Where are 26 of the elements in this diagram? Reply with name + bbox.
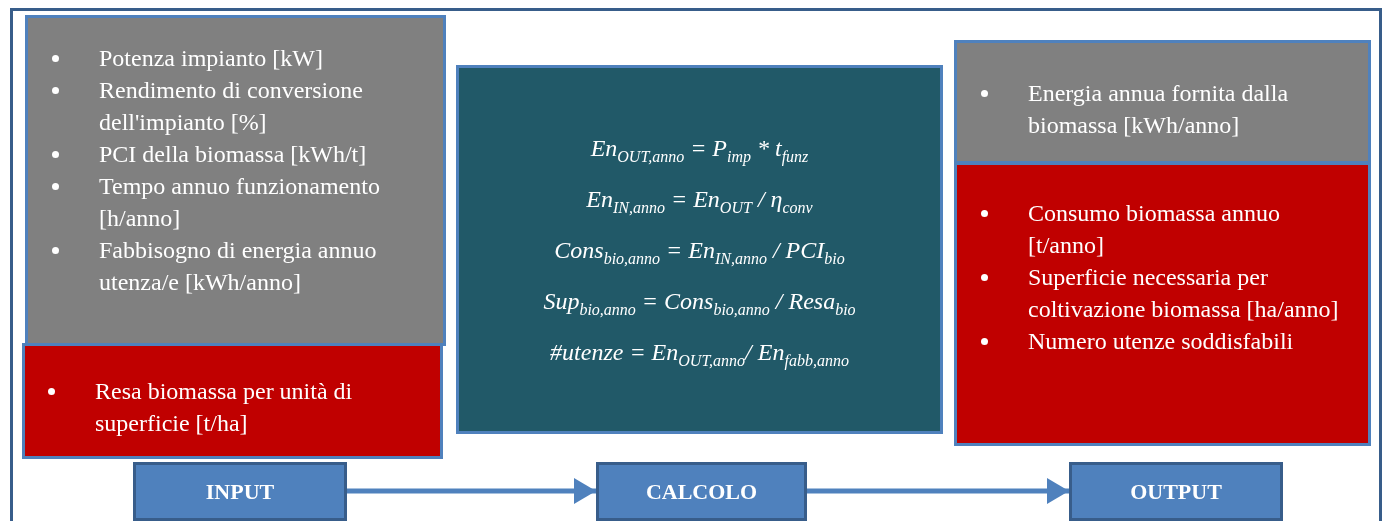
list-item-text: Fabbisogno di energia annuo utenza/e [kWh/anno] [99,236,378,297]
list-item-text: Energia annua fornita dalla biomassa [kWh/anno] [1028,79,1290,140]
parameters-panel [25,15,446,346]
stage-box [133,462,347,521]
list-item-text: Tempo annuo funzionamento [h/anno] [99,172,381,233]
stage-box [1069,462,1283,521]
stage-label: INPUT [205,478,275,505]
formula-text: En$_{IN,anno}$ = En$_{OUT}$ / η$_{conv}$ [586,184,813,214]
stage-label: OUTPUT [1130,478,1222,505]
list-item-text: PCI della biomassa [kWh/t] [99,140,368,169]
highlight-panel [22,343,443,459]
formula-text: Sup$_{bio,anno}$ = Cons$_{bio,anno}$ / Resa$_{bio}$ [543,286,856,316]
parameters-panel [954,40,1371,164]
formula-text: Cons$_{bio,anno}$ = En$_{IN,anno}$ / PCI$_{bio}$ [554,235,845,265]
stage-label: CALCOLO [645,478,758,505]
formula-panel [456,65,943,434]
list-item-text: Superficie necessaria per coltivazione biomassa [ha/anno] [1028,263,1340,324]
list-item-text: Resa biomassa per unità di superficie [t/ha] [95,377,354,438]
list-item-text: Potenza impianto [kW] [99,44,324,73]
flow-arrow [807,478,1069,504]
highlight-panel [954,162,1371,446]
list-item-text: Consumo biomassa annuo [t/anno] [1028,199,1281,260]
stage-box [596,462,807,521]
list-item-text: Rendimento di conversione dell'impianto [%] [99,76,364,137]
flow-arrow [347,478,596,504]
list-item-text: Numero utenze soddisfabili [1028,327,1295,356]
